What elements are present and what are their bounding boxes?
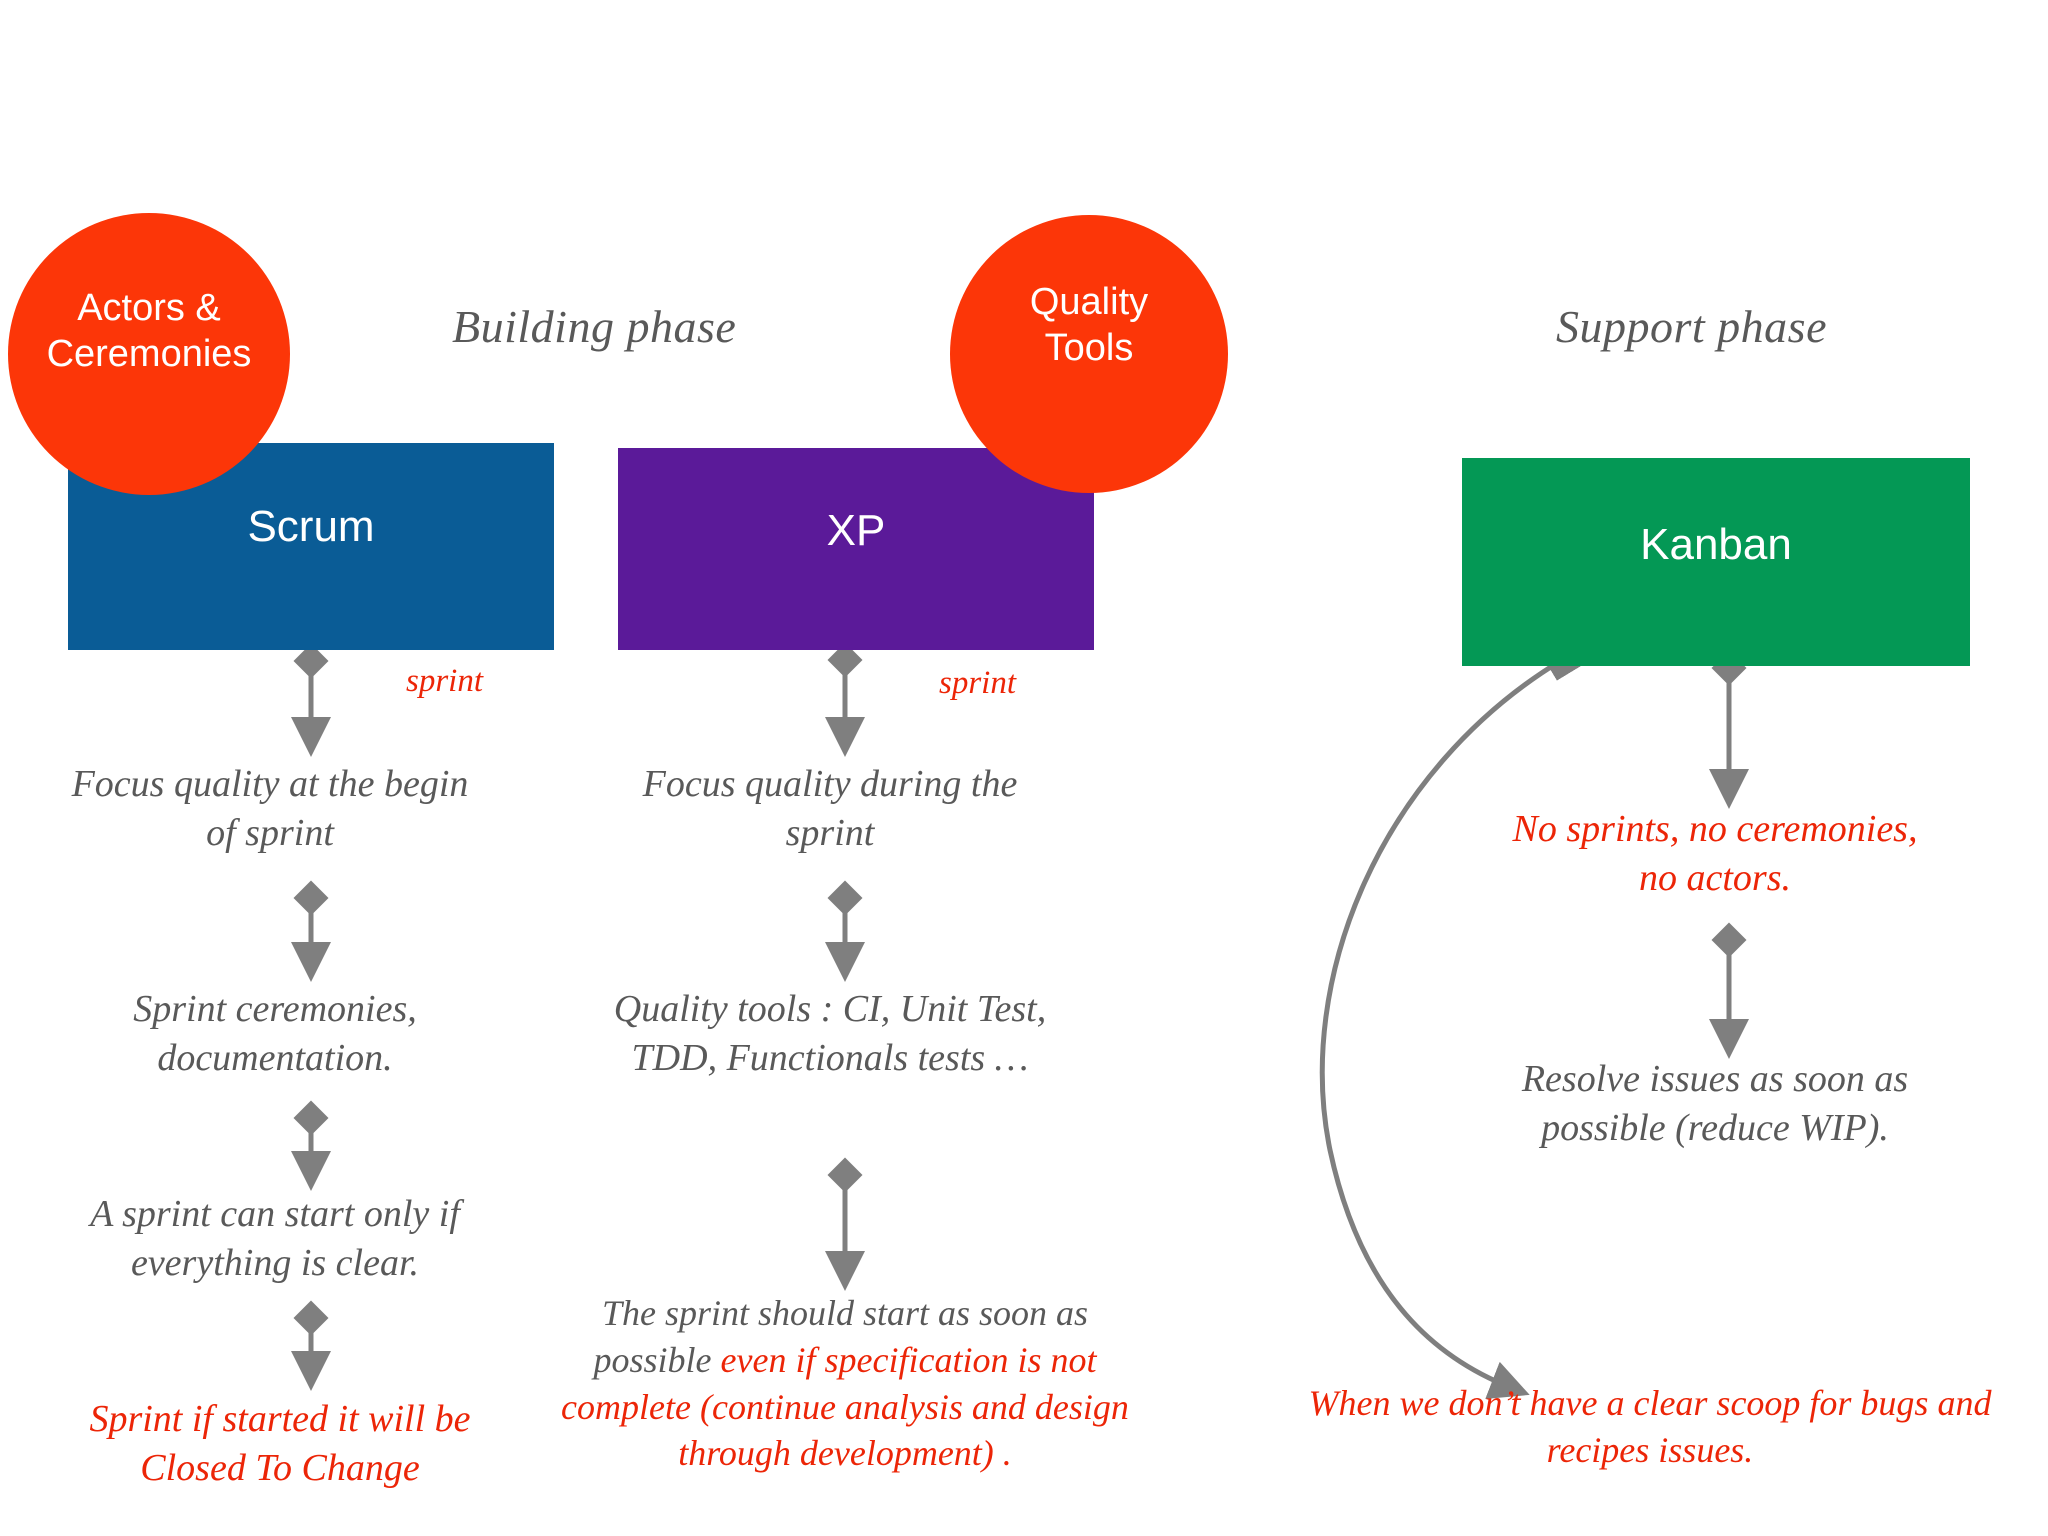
edge-label-sprint-scrum: sprint [406, 663, 484, 699]
bubble-actors-line2: Ceremonies [46, 333, 252, 375]
method-box-kanban[interactable]: Kanban [1462, 458, 1970, 666]
bubble-quality-label: Quality Tools [1030, 280, 1148, 371]
kanban-step-1: No sprints, no ceremonies, no actors. [1512, 808, 1918, 900]
method-box-xp-label: XP [826, 506, 886, 555]
phase-title-support: Support phase [1556, 301, 1827, 352]
xp-step-3-red: even if specification is not complete (c… [561, 1339, 1129, 1474]
method-box-scrum-label: Scrum [247, 501, 375, 551]
arrow-kanban-curved [1319, 639, 1583, 1400]
scrum-step-3: A sprint can start only if everything is… [90, 1193, 460, 1285]
edge-label-sprint-xp: sprint [939, 665, 1017, 701]
method-box-kanban-label: Kanban [1640, 520, 1792, 569]
bubble-quality-tools[interactable]: Quality Tools [950, 215, 1228, 493]
kanban-step-2: Resolve issues as soon as possible (redu… [1521, 1058, 1909, 1150]
bubble-actors-line1: Actors & [77, 287, 221, 330]
bubble-actors-label: Actors & Ceremonies [47, 286, 252, 377]
phase-title-building: Building phase [452, 301, 737, 352]
xp-step-3: The sprint should start as soon as possi… [555, 1290, 1135, 1477]
xp-step-3-gray: The sprint should start as soon as possi… [593, 1293, 1089, 1380]
scrum-step-1: Focus quality at the begin of sprint [71, 763, 469, 855]
xp-step-1: Focus quality during the sprint [642, 763, 1018, 855]
method-box-xp[interactable]: XP [618, 448, 1094, 650]
scrum-step-4: Sprint if started it will be Closed To C… [89, 1398, 471, 1490]
bubble-quality-line1: Quality [1029, 281, 1149, 324]
kanban-step-3: When we don’t have a clear scoop for bug… [1308, 1383, 1992, 1470]
bubble-quality-line2: Tools [1044, 327, 1134, 369]
bubble-actors-ceremonies[interactable]: Actors & Ceremonies [8, 213, 290, 495]
xp-step-2: Quality tools : CI, Unit Test, TDD, Func… [613, 988, 1047, 1080]
scrum-step-2: Sprint ceremonies, documentation. [133, 988, 417, 1080]
